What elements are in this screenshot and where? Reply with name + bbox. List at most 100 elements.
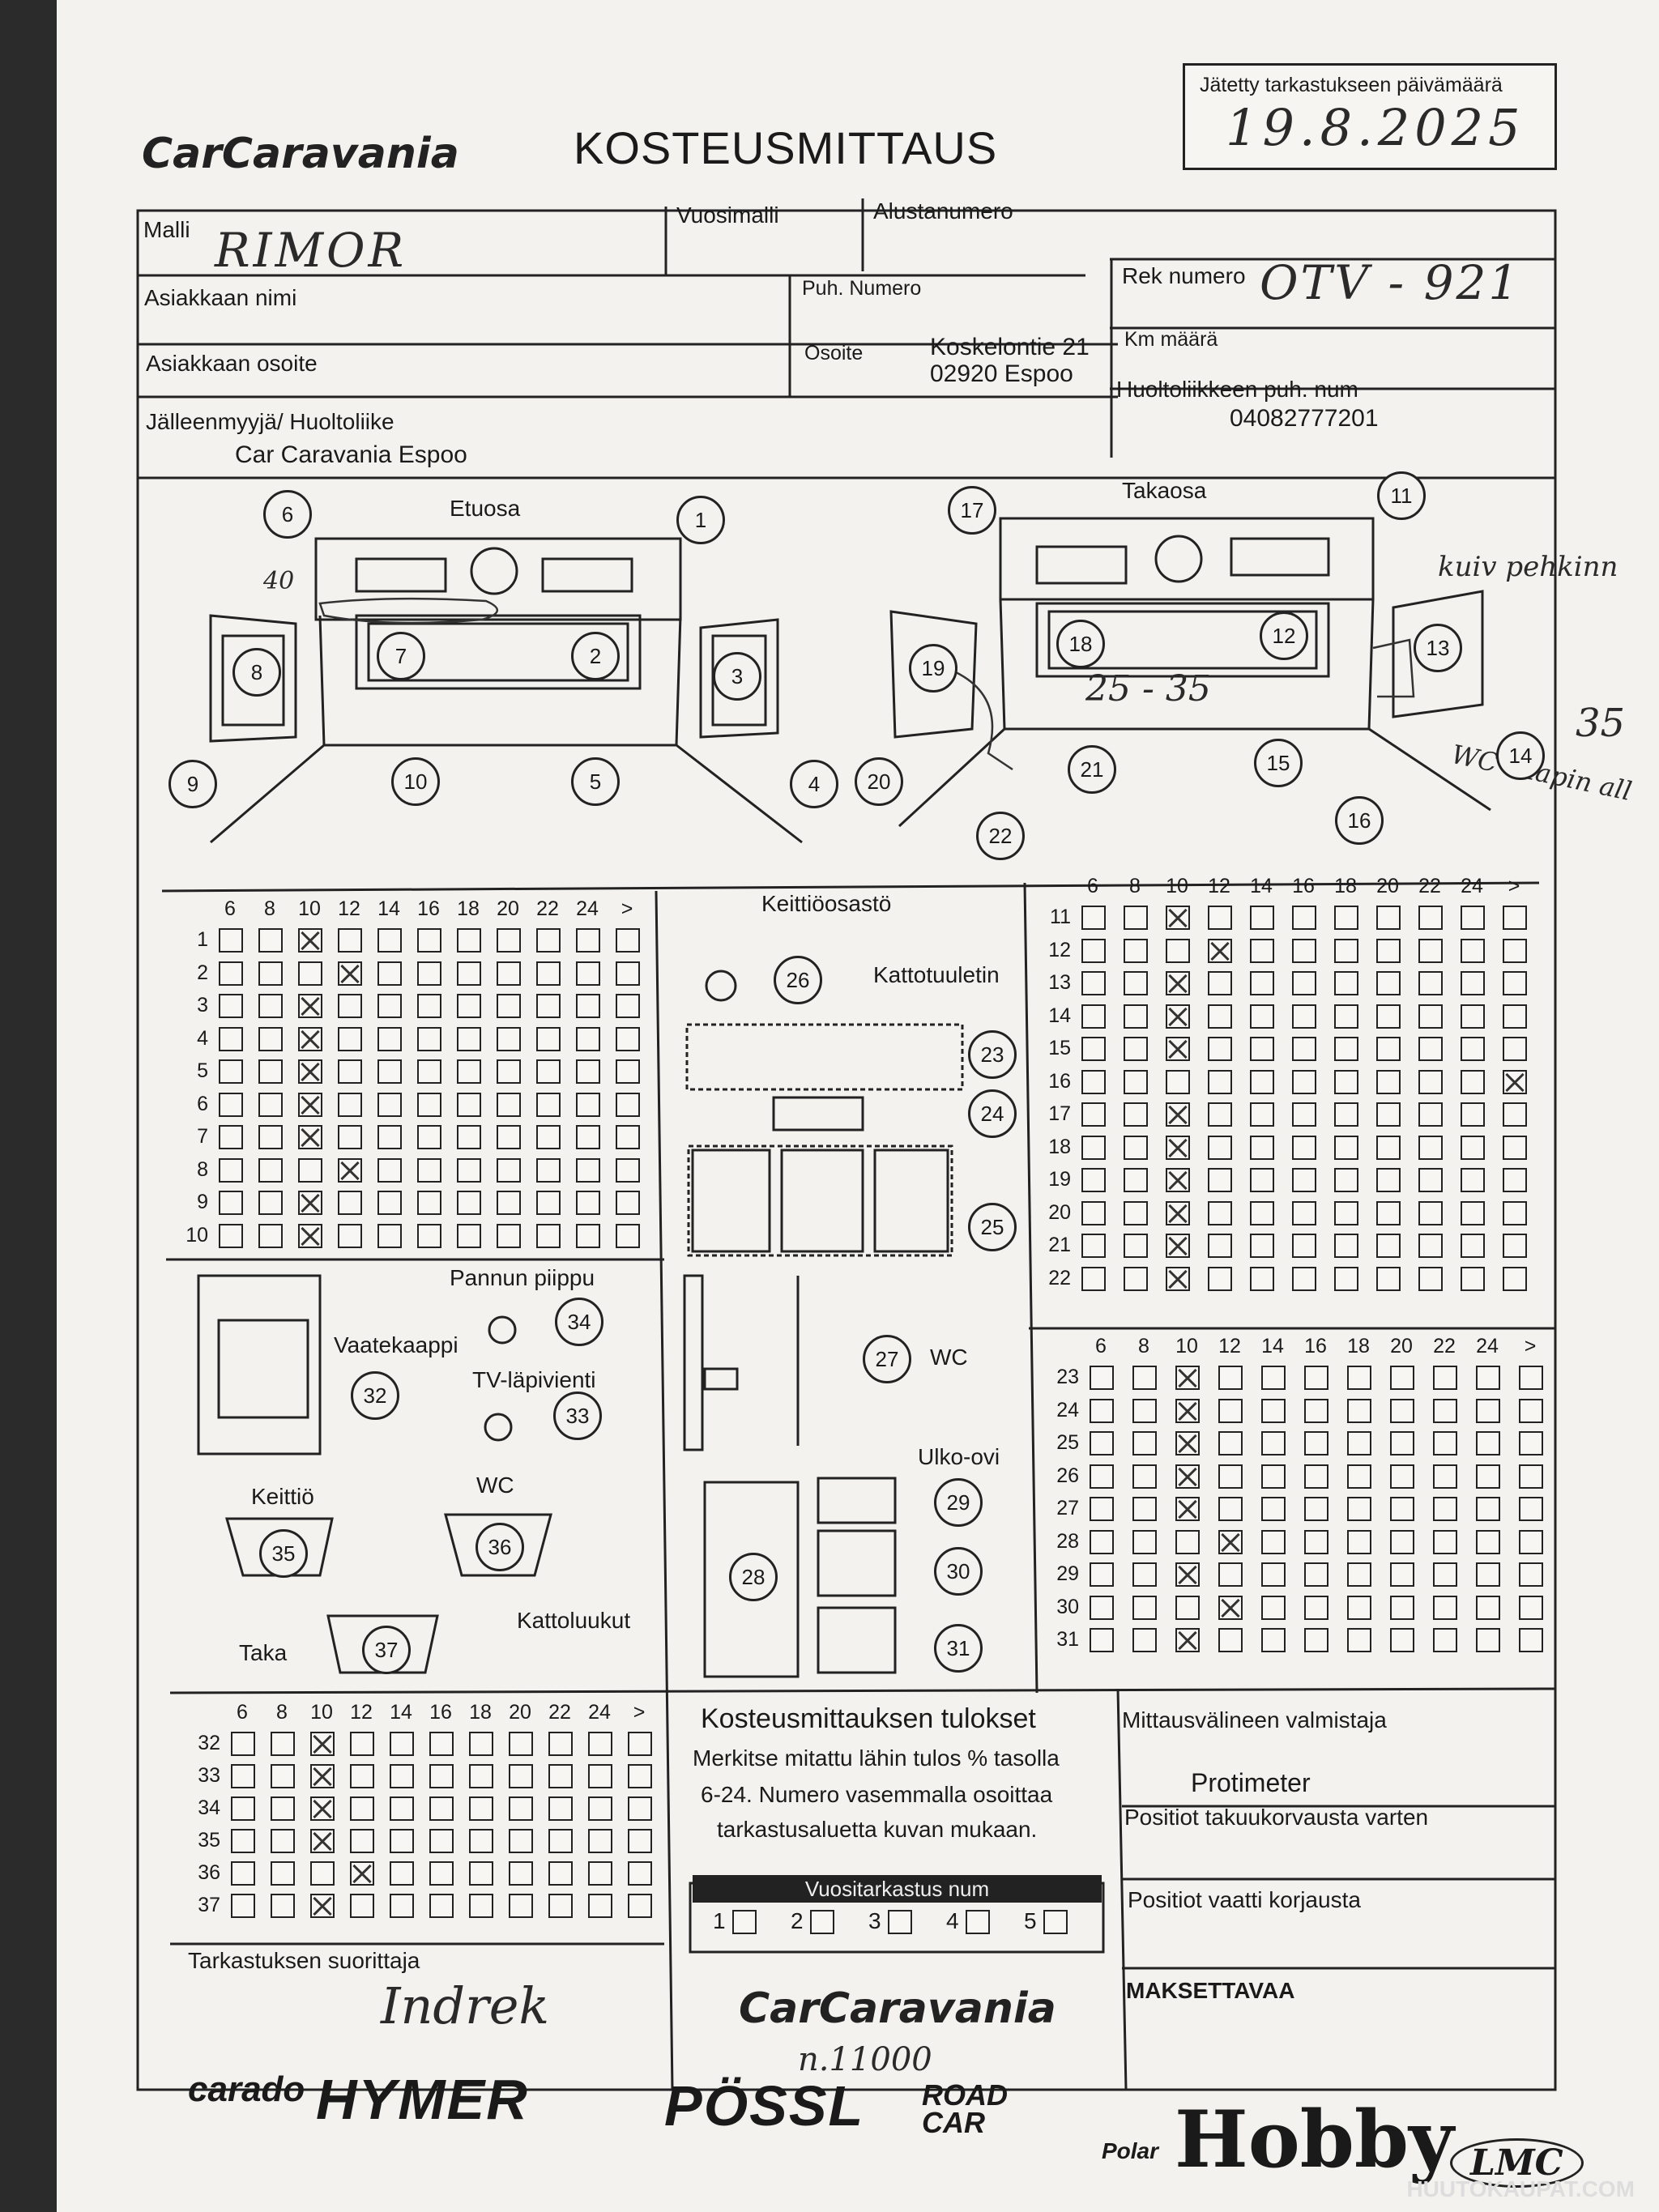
checkbox-16-22[interactable] (1418, 1069, 1443, 1094)
checkbox-8-22[interactable] (536, 1157, 561, 1183)
checkbox-13-20[interactable] (1376, 971, 1401, 995)
checkbox-7-6[interactable] (219, 1125, 243, 1149)
checkbox-1-22[interactable] (536, 928, 561, 953)
checkbox-27-10[interactable] (1175, 1497, 1200, 1521)
checkbox-20-24[interactable] (1461, 1200, 1485, 1225)
checkbox-22-16[interactable] (1292, 1266, 1316, 1291)
checkbox-26-10[interactable] (1175, 1464, 1200, 1489)
checkbox-35-8[interactable] (271, 1829, 295, 1853)
checkbox-12-20[interactable] (1376, 938, 1401, 963)
checkbox-15-16[interactable] (1292, 1037, 1316, 1061)
checkbox-21-20[interactable] (1376, 1234, 1401, 1258)
checkbox-30-8[interactable] (1132, 1595, 1157, 1620)
checkbox-37->[interactable] (628, 1894, 652, 1918)
checkbox-10-14[interactable] (377, 1223, 402, 1248)
checkbox-34-24[interactable] (588, 1796, 612, 1821)
checkbox-34-8[interactable] (271, 1796, 295, 1821)
checkbox-23-8[interactable] (1132, 1366, 1157, 1390)
checkbox-19-22[interactable] (1418, 1168, 1443, 1192)
checkbox-26-14[interactable] (1261, 1464, 1286, 1489)
checkbox-23->[interactable] (1519, 1366, 1543, 1390)
checkbox-13-24[interactable] (1461, 971, 1485, 995)
checkbox-5-12[interactable] (338, 1059, 362, 1084)
checkbox-30-14[interactable] (1261, 1595, 1286, 1620)
checkbox-36-18[interactable] (469, 1861, 493, 1886)
checkbox-17-8[interactable] (1124, 1102, 1148, 1127)
checkbox-31-8[interactable] (1132, 1628, 1157, 1652)
checkbox-19-16[interactable] (1292, 1168, 1316, 1192)
checkbox-5->[interactable] (616, 1059, 640, 1084)
checkbox-24-10[interactable] (1175, 1398, 1200, 1423)
checkbox-28->[interactable] (1519, 1529, 1543, 1554)
checkbox-17-16[interactable] (1292, 1102, 1316, 1127)
checkbox-15-8[interactable] (1124, 1037, 1148, 1061)
checkbox-31-22[interactable] (1433, 1628, 1457, 1652)
checkbox-24-12[interactable] (1218, 1398, 1243, 1423)
checkbox-24-14[interactable] (1261, 1398, 1286, 1423)
checkbox-33-16[interactable] (429, 1764, 454, 1788)
checkbox-21-22[interactable] (1418, 1234, 1443, 1258)
checkbox-15->[interactable] (1503, 1037, 1527, 1061)
checkbox-25-12[interactable] (1218, 1431, 1243, 1455)
checkbox-31-16[interactable] (1304, 1628, 1328, 1652)
checkbox-4-16[interactable] (417, 1026, 441, 1051)
checkbox-33-24[interactable] (588, 1764, 612, 1788)
checkbox-34-16[interactable] (429, 1796, 454, 1821)
checkbox-32-6[interactable] (231, 1732, 255, 1756)
checkbox-14-20[interactable] (1376, 1004, 1401, 1029)
checkbox-37-16[interactable] (429, 1894, 454, 1918)
checkbox-4-10[interactable] (298, 1026, 322, 1051)
checkbox-15-12[interactable] (1208, 1037, 1232, 1061)
checkbox-30-16[interactable] (1304, 1595, 1328, 1620)
checkbox-28-8[interactable] (1132, 1529, 1157, 1554)
checkbox-1-12[interactable] (338, 928, 362, 953)
checkbox-26-18[interactable] (1347, 1464, 1371, 1489)
checkbox-9-24[interactable] (576, 1191, 600, 1215)
checkbox-20-12[interactable] (1208, 1200, 1232, 1225)
checkbox-18->[interactable] (1503, 1135, 1527, 1160)
checkbox-31-24[interactable] (1476, 1628, 1500, 1652)
checkbox-28-20[interactable] (1390, 1529, 1414, 1554)
checkbox-23-14[interactable] (1261, 1366, 1286, 1390)
checkbox-2-6[interactable] (219, 961, 243, 986)
checkbox-9->[interactable] (616, 1191, 640, 1215)
checkbox-1->[interactable] (616, 928, 640, 953)
checkbox-15-24[interactable] (1461, 1037, 1485, 1061)
checkbox-15-10[interactable] (1166, 1037, 1190, 1061)
checkbox-30-12[interactable] (1218, 1595, 1243, 1620)
checkbox-37-20[interactable] (509, 1894, 533, 1918)
checkbox-27-18[interactable] (1347, 1497, 1371, 1521)
checkbox-22->[interactable] (1503, 1266, 1527, 1291)
vuosi-checkbox-1[interactable] (732, 1910, 757, 1934)
checkbox-14-18[interactable] (1334, 1004, 1358, 1029)
checkbox-31-10[interactable] (1175, 1628, 1200, 1652)
checkbox-16-16[interactable] (1292, 1069, 1316, 1094)
checkbox-1-6[interactable] (219, 928, 243, 953)
checkbox-27->[interactable] (1519, 1497, 1543, 1521)
checkbox-5-18[interactable] (457, 1059, 481, 1084)
checkbox-36->[interactable] (628, 1861, 652, 1886)
checkbox-23-24[interactable] (1476, 1366, 1500, 1390)
checkbox-33-12[interactable] (350, 1764, 374, 1788)
checkbox-22-20[interactable] (1376, 1266, 1401, 1291)
checkbox-23-20[interactable] (1390, 1366, 1414, 1390)
checkbox-29-18[interactable] (1347, 1562, 1371, 1587)
checkbox-32-14[interactable] (390, 1732, 414, 1756)
checkbox-32-20[interactable] (509, 1732, 533, 1756)
checkbox-7-22[interactable] (536, 1125, 561, 1149)
checkbox-30-10[interactable] (1175, 1595, 1200, 1620)
checkbox-28-16[interactable] (1304, 1529, 1328, 1554)
checkbox-11->[interactable] (1503, 906, 1527, 930)
checkbox-16-8[interactable] (1124, 1069, 1148, 1094)
checkbox-25-16[interactable] (1304, 1431, 1328, 1455)
checkbox-16-6[interactable] (1081, 1069, 1106, 1094)
checkbox-19->[interactable] (1503, 1168, 1527, 1192)
checkbox-35-20[interactable] (509, 1829, 533, 1853)
checkbox-18-18[interactable] (1334, 1135, 1358, 1160)
checkbox-5-8[interactable] (258, 1059, 283, 1084)
checkbox-19-12[interactable] (1208, 1168, 1232, 1192)
checkbox-34-22[interactable] (548, 1796, 573, 1821)
checkbox-25-18[interactable] (1347, 1431, 1371, 1455)
checkbox-27-20[interactable] (1390, 1497, 1414, 1521)
checkbox-10-20[interactable] (497, 1223, 521, 1248)
